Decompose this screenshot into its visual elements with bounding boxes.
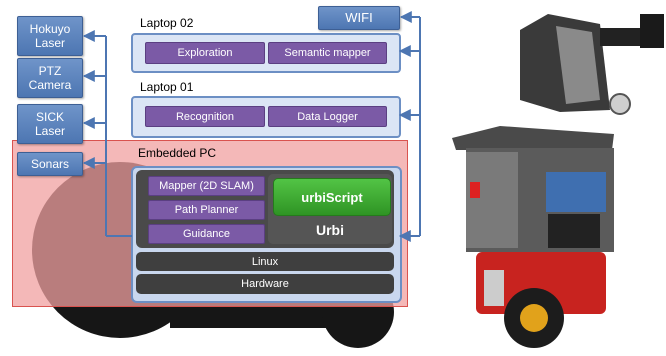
robot-red-base xyxy=(476,252,606,314)
urbi-label: Urbi xyxy=(316,222,344,238)
sensor-sonars-label: Sonars xyxy=(30,157,70,171)
robot-sick-laser xyxy=(548,214,600,248)
module-mapper: Mapper (2D SLAM) xyxy=(148,176,265,196)
sensor-sick-label: SICK Laser xyxy=(34,110,66,138)
robot-laptop-tray xyxy=(452,126,614,150)
laptop01-data-logger: Data Logger xyxy=(268,106,387,127)
robot-blue-unit xyxy=(546,172,606,212)
laptop01-recognition: Recognition xyxy=(145,106,265,127)
sensor-wifi: WIFI xyxy=(318,6,400,30)
laptop02-title: Laptop 02 xyxy=(140,16,194,30)
laptop01-title: Laptop 01 xyxy=(140,80,194,94)
laptop02-semantic-mapper: Semantic mapper xyxy=(268,42,387,64)
embedded-pc-title: Embedded PC xyxy=(138,146,217,160)
robot-wheel-hub xyxy=(520,304,548,332)
robot-upper-panel xyxy=(556,26,600,104)
sensor-sonars: Sonars xyxy=(17,152,83,176)
laptop02-exploration: Exploration xyxy=(145,42,265,64)
sensor-ptz-label: PTZ Camera xyxy=(28,64,72,92)
sensor-ptz-camera: PTZ Camera xyxy=(17,58,83,98)
sensor-hokuyo-laser: Hokuyo Laser xyxy=(17,16,83,56)
module-path-planner: Path Planner xyxy=(148,200,265,220)
robot-control-panel xyxy=(484,270,504,306)
sensor-wifi-label: WIFI xyxy=(345,10,373,25)
linux-layer: Linux xyxy=(136,252,394,271)
module-guidance: Guidance xyxy=(148,224,265,244)
robot-red-switch xyxy=(470,182,480,198)
robot-hokuyo-sensor xyxy=(640,14,664,48)
urbiscript-box: urbiScript xyxy=(273,178,391,216)
hardware-layer: Hardware xyxy=(136,274,394,294)
sensor-hokuyo-label: Hokuyo Laser xyxy=(29,22,71,50)
robot-side-panel xyxy=(466,152,518,248)
robot-ptz-camera xyxy=(609,93,631,115)
sensor-sick-laser: SICK Laser xyxy=(17,104,83,144)
